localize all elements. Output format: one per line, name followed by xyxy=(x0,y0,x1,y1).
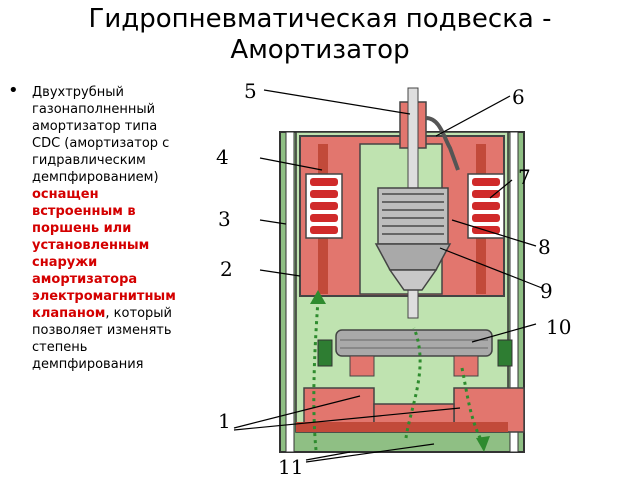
flow-arrow-head-up xyxy=(310,290,326,304)
callout-4: 4 xyxy=(216,145,229,169)
piston-skirt-right xyxy=(453,355,479,377)
piston-skirt-left xyxy=(349,355,375,377)
callout-6: 6 xyxy=(512,85,525,109)
callout-8: 8 xyxy=(538,235,551,259)
flow-arrows xyxy=(312,299,484,451)
title-line-1: Гидропневматическая подвеска - xyxy=(88,4,552,34)
coil-windings xyxy=(310,178,500,234)
piston xyxy=(335,329,493,357)
slide-title: Гидропневматическая подвеска - Амортизат… xyxy=(0,4,640,66)
bottom-valve-center xyxy=(373,403,455,425)
bullet-text-after: , который позволяет изменять степень дем… xyxy=(32,306,172,372)
cone-valve-tip xyxy=(388,269,438,291)
outer-tube-inner-left xyxy=(285,131,295,453)
bullet-highlight: оснащен встроенным в поршень или установ… xyxy=(32,187,176,321)
callout-9: 9 xyxy=(540,279,553,303)
side-valve-left xyxy=(317,339,333,367)
leader-lines xyxy=(233,89,543,463)
callout-7: 7 xyxy=(518,165,531,189)
bullet-item: Двухтрубный газонаполненный амортизатор … xyxy=(8,82,186,373)
spring-housing xyxy=(377,187,449,245)
side-valve-right xyxy=(497,339,513,367)
bullet-text-before: Двухтрубный газонаполненный амортизатор … xyxy=(32,85,170,185)
spring xyxy=(382,193,444,235)
callout-3: 3 xyxy=(218,207,231,231)
bullet-list: Двухтрубный газонаполненный амортизатор … xyxy=(8,82,186,373)
callout-10: 10 xyxy=(546,315,571,339)
outer-tube-inner-right xyxy=(509,131,519,453)
flow-arrow-head-down xyxy=(476,436,490,452)
title-line-2: Амортизатор xyxy=(230,35,410,65)
callout-2: 2 xyxy=(220,257,233,281)
callout-1: 1 xyxy=(218,409,231,433)
shock-absorber-diagram: 5 6 4 7 3 8 2 9 10 1 11 xyxy=(216,79,571,479)
bottom-plate xyxy=(296,422,508,432)
callout-5: 5 xyxy=(244,79,257,103)
wire xyxy=(425,116,460,171)
callout-11: 11 xyxy=(278,455,303,479)
cone-valve xyxy=(374,243,452,271)
